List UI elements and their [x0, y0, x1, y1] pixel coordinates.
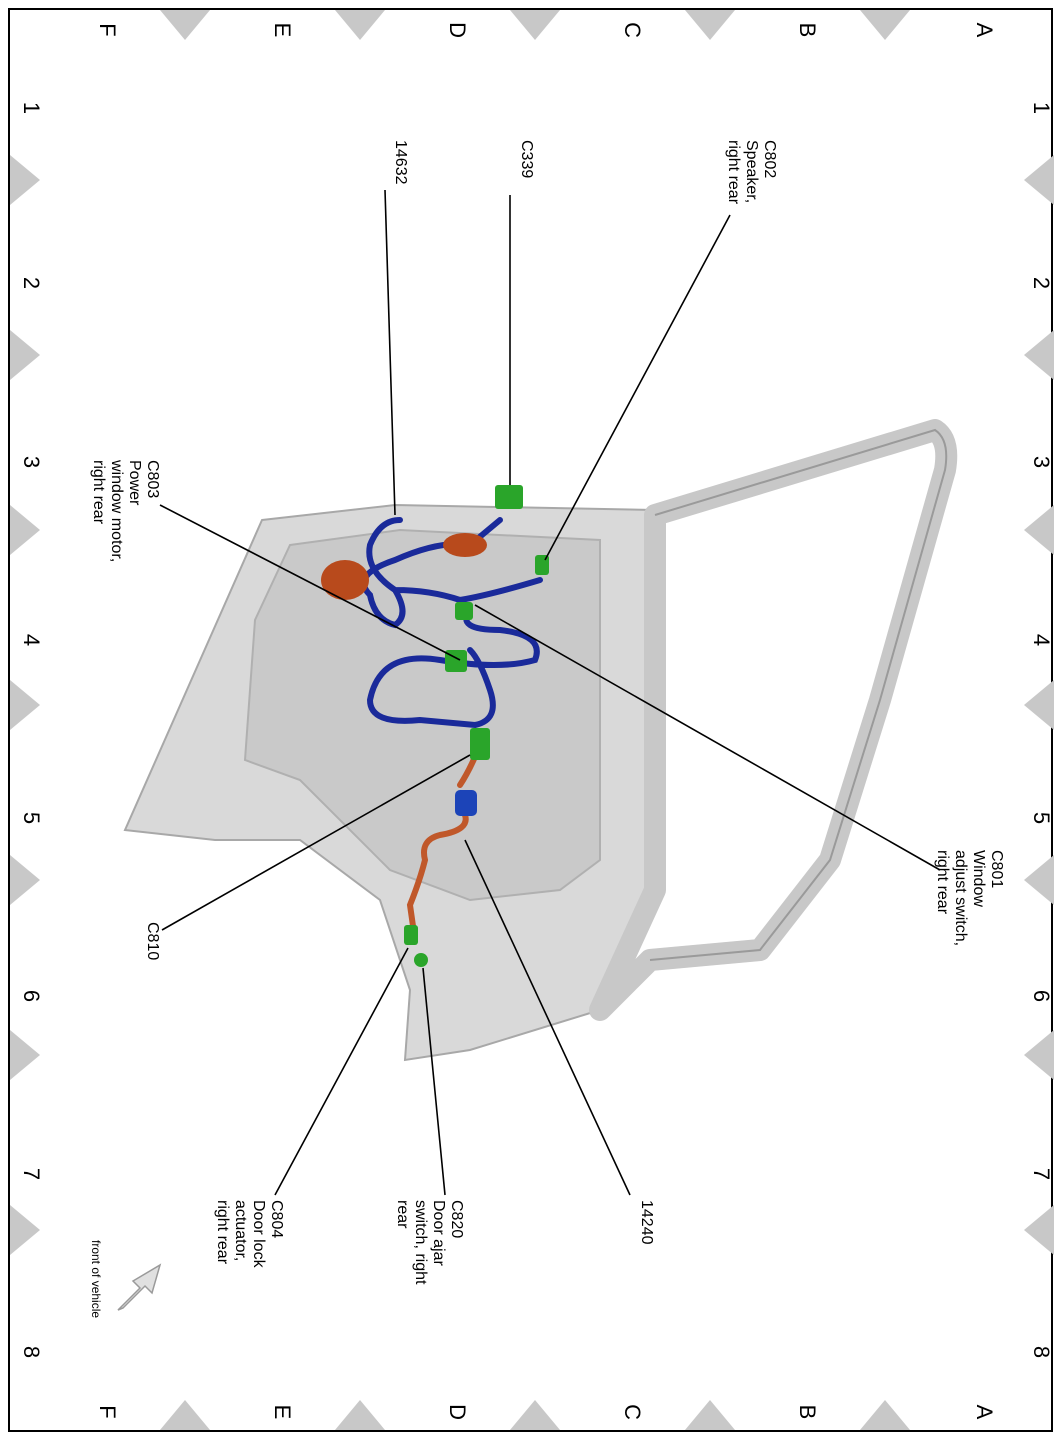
col-label-6-left: 6 — [19, 990, 44, 1002]
window-frame-edge — [649, 428, 948, 961]
connector-c804 — [404, 925, 418, 945]
row-label-d-top: D — [445, 22, 470, 38]
col-label-5-right: 5 — [1029, 812, 1054, 824]
svg-text:C804: C804 — [268, 1200, 285, 1238]
callout-c339: C339 — [518, 140, 535, 178]
col-label-7-left: 7 — [19, 1168, 44, 1180]
rear-door-illustration — [123, 419, 958, 1062]
row-label-b-top: B — [795, 23, 820, 38]
leader-c801 — [474, 604, 941, 871]
svg-text:Window: Window — [970, 850, 987, 907]
col-label-4-left: 4 — [19, 634, 44, 646]
column-labels-left: 1 2 3 4 5 6 7 8 — [19, 102, 44, 1358]
col-label-7-right: 7 — [1029, 1168, 1054, 1180]
row-label-a-top: A — [972, 23, 997, 38]
leader-c803 — [159, 504, 461, 661]
svg-text:Power: Power — [126, 460, 143, 506]
callout-c804: C804 Door lock actuator, right rear — [214, 1200, 285, 1269]
window-motor — [321, 560, 369, 600]
speaker-housing — [443, 533, 487, 557]
svg-text:C803: C803 — [144, 460, 161, 498]
row-label-a-bottom: A — [972, 1405, 997, 1420]
row-labels-bottom: A B C D E F — [95, 1404, 997, 1420]
svg-text:right rear: right rear — [214, 1200, 231, 1265]
row-label-f-bottom: F — [95, 1405, 120, 1418]
svg-text:C820: C820 — [448, 1200, 465, 1238]
window-frame — [589, 419, 958, 1021]
leader-14632 — [384, 189, 396, 516]
leader-c810 — [161, 754, 471, 931]
col-label-1-right: 1 — [1029, 102, 1054, 114]
svg-text:actuator,: actuator, — [232, 1200, 249, 1261]
col-label-3-right: 3 — [1029, 456, 1054, 468]
leader-c804 — [274, 947, 409, 1196]
row-label-e-bottom: E — [270, 1405, 295, 1420]
connector-c801 — [455, 602, 473, 620]
front-of-vehicle-label: front of vehicle — [89, 1240, 103, 1318]
svg-text:C801: C801 — [988, 850, 1005, 888]
col-label-6-right: 6 — [1029, 990, 1054, 1002]
svg-text:Door ajar: Door ajar — [430, 1200, 447, 1266]
connector-c339 — [495, 485, 523, 509]
row-label-c-top: C — [620, 22, 645, 38]
connector-c820 — [414, 953, 428, 967]
row-label-e-top: E — [270, 23, 295, 38]
svg-text:rear: rear — [394, 1200, 411, 1229]
row-label-d-bottom: D — [445, 1404, 470, 1420]
row-label-b-bottom: B — [795, 1405, 820, 1420]
col-label-8-right: 8 — [1029, 1346, 1054, 1358]
front-arrow-icon — [117, 1263, 162, 1311]
svg-text:Speaker,: Speaker, — [743, 140, 760, 203]
col-label-1-left: 1 — [19, 102, 44, 114]
callout-c803: C803 Power window motor, right rear — [90, 459, 161, 562]
callout-c801: C801 Window adjust switch, right rear — [934, 850, 1005, 946]
col-label-2-right: 2 — [1029, 277, 1054, 289]
blue-harness — [360, 517, 543, 729]
svg-text:C810: C810 — [144, 922, 161, 960]
svg-text:C339: C339 — [518, 140, 535, 178]
col-label-5-left: 5 — [19, 812, 44, 824]
svg-text:14240: 14240 — [638, 1200, 655, 1245]
leader-c820 — [422, 967, 446, 1196]
svg-text:switch, right: switch, right — [412, 1200, 429, 1285]
row-label-c-bottom: C — [620, 1404, 645, 1420]
svg-text:right rear: right rear — [725, 140, 742, 205]
callout-c810: C810 — [144, 922, 161, 960]
svg-text:C802: C802 — [761, 140, 778, 178]
row-label-f-top: F — [95, 23, 120, 36]
svg-text:right rear: right rear — [934, 850, 951, 915]
callout-c820: C820 Door ajar switch, right rear — [394, 1200, 465, 1285]
svg-text:right rear: right rear — [90, 460, 107, 525]
callout-14240: 14240 — [638, 1200, 655, 1245]
border-ticks — [10, 10, 1054, 1430]
col-label-2-left: 2 — [19, 277, 44, 289]
col-label-3-left: 3 — [19, 456, 44, 468]
door-inner-panel — [243, 528, 601, 902]
front-of-vehicle-indicator: front of vehicle — [89, 1240, 162, 1318]
leader-c802 — [544, 214, 731, 561]
blue-connector — [455, 790, 477, 816]
svg-text:Door lock: Door lock — [250, 1200, 267, 1269]
col-label-4-right: 4 — [1029, 634, 1054, 646]
connector-c810 — [470, 728, 490, 760]
svg-text:window motor,: window motor, — [108, 459, 125, 562]
column-labels-right: 1 2 3 4 5 6 7 8 — [1029, 102, 1054, 1358]
col-label-8-left: 8 — [19, 1346, 44, 1358]
leader-lines — [159, 189, 941, 1196]
callout-14632: 14632 — [392, 140, 409, 185]
row-labels-top: A B C D E F — [95, 22, 997, 38]
callout-c802: C802 Speaker, right rear — [725, 140, 778, 205]
svg-text:14632: 14632 — [392, 140, 409, 185]
svg-text:adjust switch,: adjust switch, — [952, 850, 969, 946]
leader-14240 — [464, 839, 631, 1196]
